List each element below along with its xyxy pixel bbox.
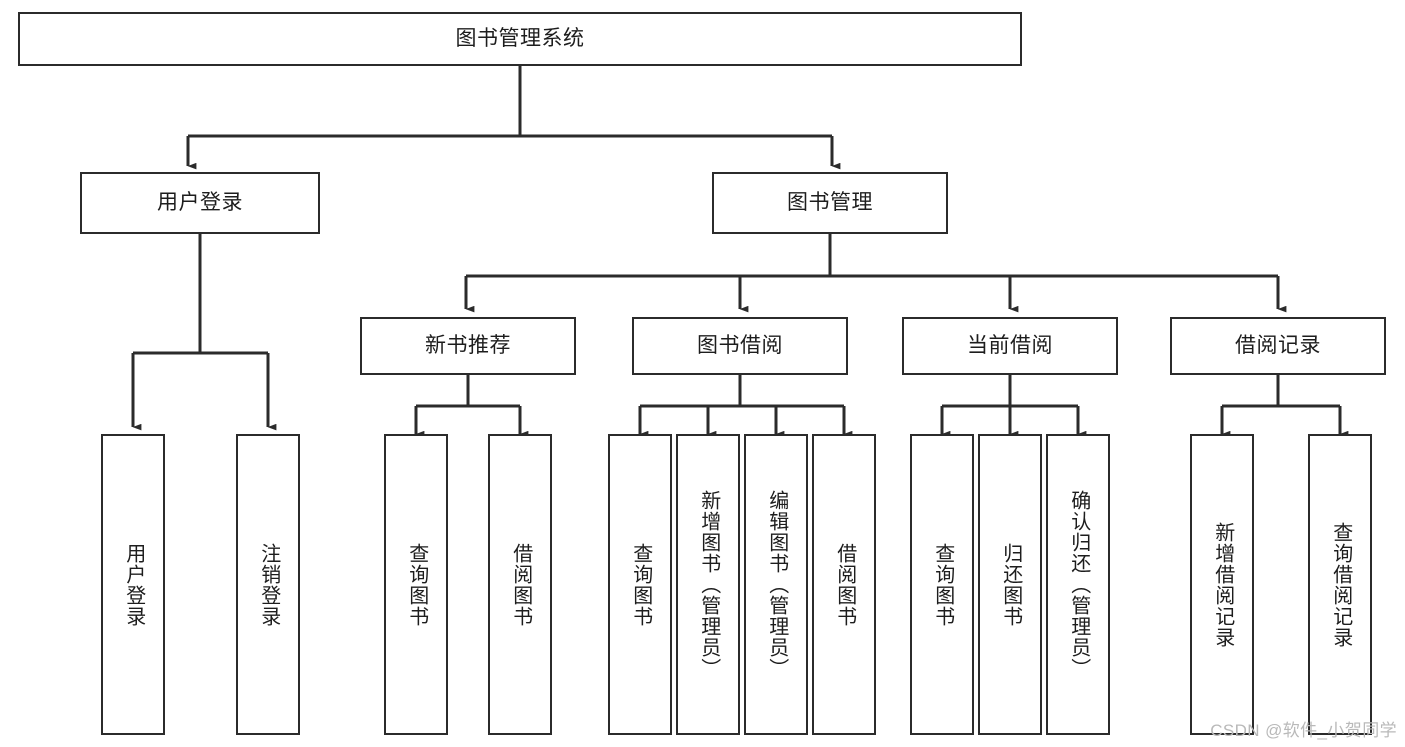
leaf-recommend-query-book[interactable]: 查询图书 [384, 434, 448, 735]
node-new-book-recommend[interactable]: 新书推荐 [360, 317, 576, 375]
node-label: 借阅图书 [833, 542, 856, 627]
leaf-recommend-borrow-book[interactable]: 借阅图书 [488, 434, 552, 735]
leaf-record-query-record[interactable]: 查询借阅记录 [1308, 434, 1372, 735]
node-label: 用户登录 [157, 190, 243, 214]
node-label: 新增图书（管理员） [697, 490, 720, 679]
node-user-login[interactable]: 用户登录 [80, 172, 320, 234]
node-label: 借阅记录 [1235, 333, 1321, 357]
node-label: 查询图书 [405, 542, 428, 627]
node-label: 编辑图书（管理员） [765, 490, 788, 679]
node-label: 注销登录 [257, 542, 280, 627]
leaf-borrow-query-book[interactable]: 查询图书 [608, 434, 672, 735]
node-label: 查询借阅记录 [1329, 521, 1352, 648]
node-book-management[interactable]: 图书管理 [712, 172, 948, 234]
leaf-user-login-signin[interactable]: 用户登录 [101, 434, 165, 735]
node-label: 新书推荐 [425, 333, 511, 357]
leaf-record-add-record[interactable]: 新增借阅记录 [1190, 434, 1254, 735]
node-label: 用户登录 [122, 542, 145, 627]
leaf-borrow-edit-book-admin[interactable]: 编辑图书（管理员） [744, 434, 808, 735]
node-label: 查询图书 [629, 542, 652, 627]
node-borrow-record[interactable]: 借阅记录 [1170, 317, 1386, 375]
node-book-borrow[interactable]: 图书借阅 [632, 317, 848, 375]
watermark: CSDN @软件_小贺同学 [1210, 721, 1397, 740]
leaf-current-return-book[interactable]: 归还图书 [978, 434, 1042, 735]
leaf-current-query-book[interactable]: 查询图书 [910, 434, 974, 735]
node-root-system[interactable]: 图书管理系统 [18, 12, 1022, 66]
node-label: 图书借阅 [697, 333, 783, 357]
node-label: 借阅图书 [509, 542, 532, 627]
node-label: 当前借阅 [967, 333, 1053, 357]
node-label: 确认归还（管理员） [1067, 490, 1090, 679]
node-current-borrow[interactable]: 当前借阅 [902, 317, 1118, 375]
leaf-borrow-borrow-book[interactable]: 借阅图书 [812, 434, 876, 735]
node-label: 归还图书 [999, 542, 1022, 627]
node-label: 新增借阅记录 [1211, 521, 1234, 648]
node-label: 查询图书 [931, 542, 954, 627]
node-label: 图书管理 [787, 190, 873, 214]
leaf-current-confirm-return-admin[interactable]: 确认归还（管理员） [1046, 434, 1110, 735]
leaf-borrow-add-book-admin[interactable]: 新增图书（管理员） [676, 434, 740, 735]
leaf-user-login-signout[interactable]: 注销登录 [236, 434, 300, 735]
node-label: 图书管理系统 [455, 26, 585, 50]
